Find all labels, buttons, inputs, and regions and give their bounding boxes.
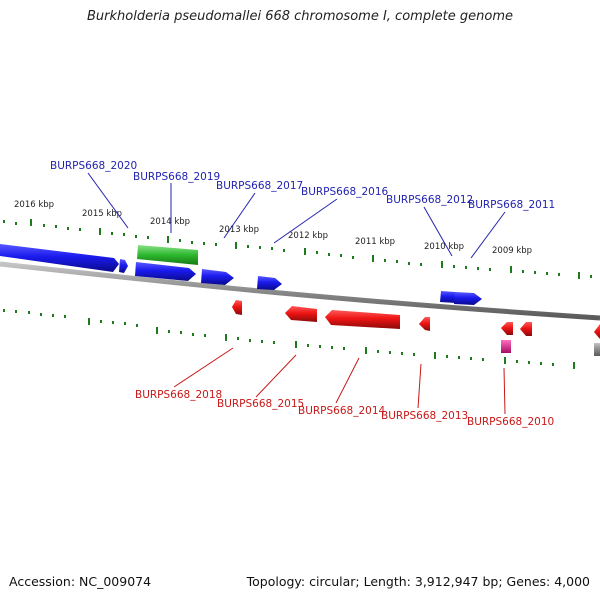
kbp-label: 2011 kbp (355, 237, 395, 247)
kbp-label: 2010 kbp (424, 242, 464, 252)
chromosome-backbone (0, 261, 600, 321)
forward-gene[interactable] (0, 244, 119, 272)
reverse-gene[interactable] (520, 322, 532, 336)
reverse-gene[interactable] (594, 324, 600, 339)
map-title: Burkholderia pseudomallei 668 chromosome… (86, 9, 514, 24)
kbp-label: 2014 kbp (150, 217, 190, 227)
gene-label-top[interactable]: BURPS668_2016 (301, 186, 389, 198)
gene-label-top[interactable]: BURPS668_2017 (216, 180, 303, 192)
forward-gene[interactable] (440, 291, 456, 303)
reverse-gene[interactable] (501, 322, 513, 335)
forward-gene[interactable] (201, 269, 234, 285)
reverse-gene[interactable] (285, 306, 317, 322)
gene-label-bottom[interactable]: BURPS668_2010 (467, 416, 554, 428)
accession-text: Accession: NC_009074 (9, 574, 152, 589)
reverse-gene[interactable] (232, 300, 242, 315)
forward-gene[interactable] (119, 259, 128, 273)
kbp-label: 2016 kbp (14, 200, 54, 210)
reverse-gene[interactable] (419, 317, 430, 331)
forward-gene[interactable] (454, 292, 482, 305)
upper-tick-row (3, 219, 592, 279)
kbp-label: 2012 kbp (288, 231, 328, 241)
reverse-gene[interactable] (325, 310, 400, 329)
kbp-label: 2013 kbp (219, 225, 259, 235)
genome-summary-text: Topology: circular; Length: 3,912,947 bp… (246, 574, 590, 589)
top-leader-lines (87, 172, 506, 259)
bottom-leader-lines (173, 347, 506, 415)
forward-strand-genes (0, 244, 482, 305)
lower-tick-row (3, 309, 575, 369)
gene-label-bottom[interactable]: BURPS668_2014 (298, 405, 386, 417)
gene-label-top[interactable]: BURPS668_2020 (50, 160, 137, 172)
pseudo-gene[interactable] (501, 340, 511, 353)
other-feature[interactable] (594, 343, 600, 356)
kbp-label: 2009 kbp (492, 246, 532, 256)
gene-label-top[interactable]: BURPS668_2011 (468, 199, 555, 211)
gene-label-top[interactable]: BURPS668_2019 (133, 171, 220, 183)
gene-label-bottom[interactable]: BURPS668_2018 (135, 389, 222, 401)
rna-gene[interactable] (137, 245, 198, 265)
gene-label-top[interactable]: BURPS668_2012 (386, 194, 473, 206)
kbp-label: 2015 kbp (82, 209, 122, 219)
forward-gene[interactable] (135, 262, 196, 281)
gene-label-bottom[interactable]: BURPS668_2013 (381, 410, 468, 422)
forward-gene[interactable] (257, 276, 282, 290)
reverse-strand-genes (232, 300, 600, 339)
gene-label-bottom[interactable]: BURPS668_2015 (217, 398, 304, 410)
